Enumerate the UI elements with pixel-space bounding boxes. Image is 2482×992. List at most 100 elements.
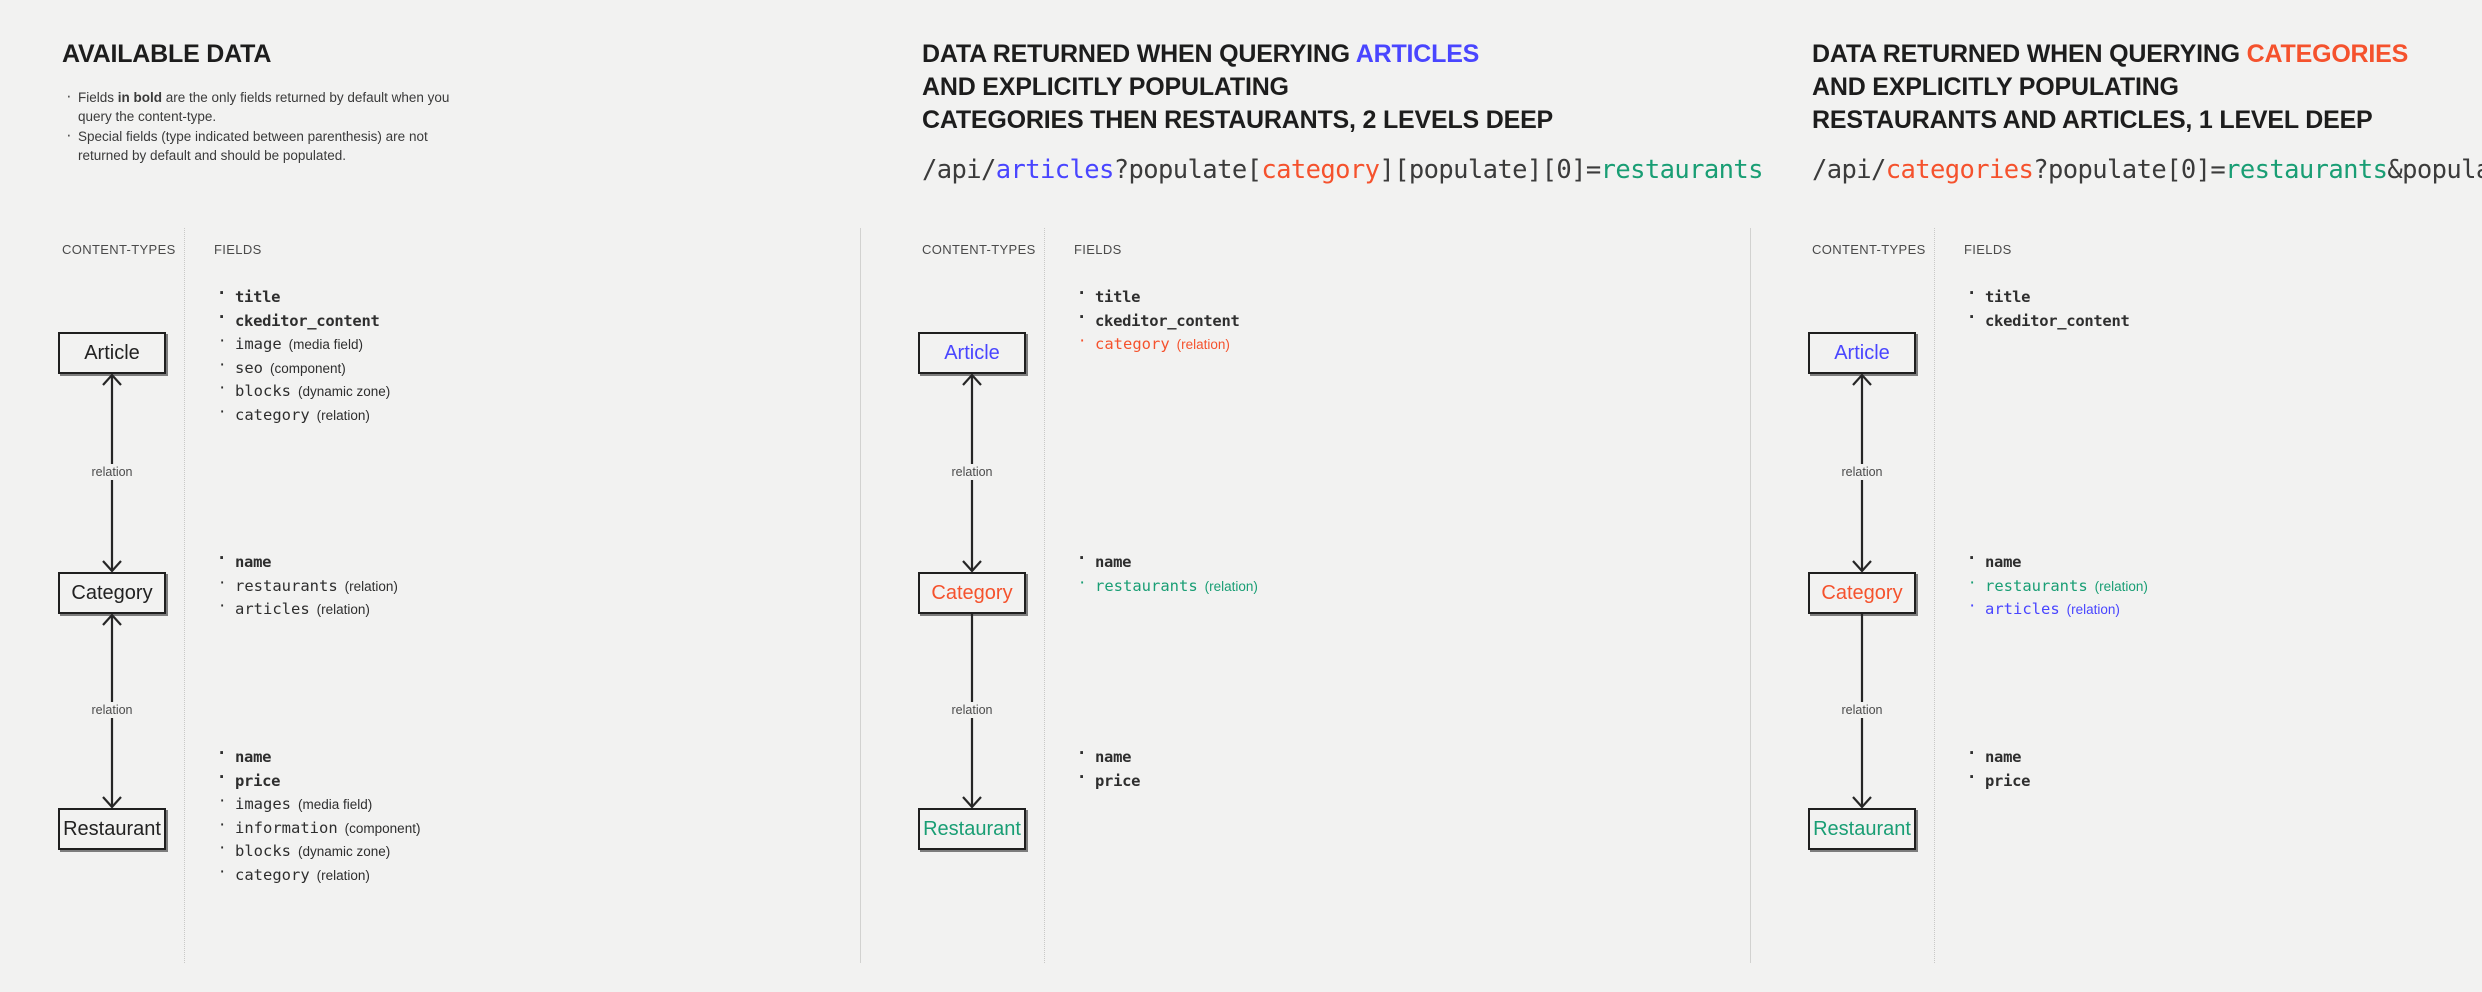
entity-label: Restaurant: [923, 818, 1021, 840]
panel-available-data: AVAILABLE DATA Fields in bold are the onl…: [0, 0, 860, 992]
relation-arrow-label: relation: [947, 464, 997, 480]
field-type: (media field): [298, 797, 373, 812]
field-name: category: [235, 405, 310, 424]
entity-box-restaurant: Restaurant: [918, 808, 1026, 850]
relation-arrow-label: relation: [1837, 464, 1887, 480]
field-item: name: [1074, 744, 1140, 767]
panel-notes: Fields in bold are the only fields retur…: [62, 86, 452, 166]
field-name: name: [1095, 748, 1132, 766]
field-item: category (relation): [214, 402, 390, 425]
api-url: /api/articles?populate[category][populat…: [922, 155, 1764, 185]
field-group-category: name restaurants (relation) articles(relati…: [214, 549, 398, 624]
field-name: name: [1985, 553, 2022, 571]
field-item: ckeditor_content: [214, 308, 390, 331]
field-item: articles(relation): [1964, 596, 2148, 619]
field-type: (relation): [2094, 578, 2148, 594]
field-item: restaurants (relation): [1074, 573, 1258, 596]
field-item: category (relation): [1074, 331, 1240, 354]
field-type: (component): [344, 820, 421, 836]
relation-arrow-label: relation: [1837, 702, 1887, 718]
field-name: images: [235, 795, 291, 813]
field-name: price: [235, 771, 281, 790]
entity-label: Restaurant: [63, 818, 161, 840]
field-name: restaurants: [1095, 576, 1198, 595]
field-name: blocks: [235, 842, 291, 860]
note-item: Fields in bold are the only fields retur…: [62, 86, 452, 126]
field-name: title: [235, 288, 281, 306]
content-types-column-label: CONTENT-TYPES: [922, 242, 1036, 257]
field-type: (dynamic zone): [298, 384, 391, 399]
field-item: ckeditor_content: [1074, 308, 1240, 331]
field-group-article: title ckeditor_content category (relation): [1074, 284, 1240, 359]
entity-box-category: Category: [1808, 572, 1916, 614]
field-group-article: titleckeditor_contentimage(media field)s…: [214, 284, 391, 429]
field-name: price: [1985, 771, 2031, 790]
fields-column-label: FIELDS: [214, 242, 262, 257]
field-type: (relation): [1176, 337, 1230, 352]
field-group-restaurant: name price: [1964, 744, 2031, 795]
field-item: name: [1964, 549, 2148, 572]
field-name: restaurants: [235, 576, 338, 595]
entity-label: Category: [1821, 582, 1903, 604]
relation-arrow-label: relation: [947, 702, 997, 718]
field-item: price: [1074, 768, 1140, 791]
field-type: (component): [270, 360, 346, 376]
field-name: name: [235, 553, 272, 571]
field-type: (relation): [2066, 602, 2120, 617]
entity-box-category: Category: [58, 572, 166, 614]
entity-label: Category: [931, 582, 1013, 604]
entity-label: Article: [84, 342, 140, 364]
column-dotted-divider: [1934, 228, 1935, 963]
entity-box-article: Article: [918, 332, 1026, 374]
field-item: seo(component): [214, 355, 390, 378]
field-type: (relation): [1204, 578, 1258, 594]
api-url: /api/categories?populate[0]=restaurants&…: [1812, 155, 2482, 185]
field-item: ckeditor_content: [1964, 308, 2130, 331]
field-name: category: [1095, 335, 1170, 353]
entity-box-article: Article: [1808, 332, 1916, 374]
field-name: blocks: [235, 382, 291, 400]
entity-box-article: Article: [58, 332, 166, 374]
field-item: blocks (dynamic zone): [214, 838, 420, 861]
field-name: title: [1095, 288, 1141, 306]
field-type: (relation): [344, 578, 398, 594]
field-item: restaurants (relation): [214, 573, 398, 596]
field-name: name: [1095, 553, 1132, 571]
field-item: restaurants (relation): [1964, 573, 2148, 596]
entity-box-category: Category: [918, 572, 1026, 614]
field-group-article: titleckeditor_content: [1964, 284, 2130, 335]
column-dotted-divider: [184, 228, 185, 963]
entity-label: Article: [1834, 342, 1890, 364]
field-type: (relation): [316, 867, 370, 883]
entity-box-restaurant: Restaurant: [1808, 808, 1916, 850]
field-name: ckeditor_content: [235, 311, 380, 330]
field-item: name: [1074, 549, 1258, 572]
field-item: name: [214, 744, 420, 767]
field-name: ckeditor_content: [1095, 311, 1240, 330]
field-name: image: [235, 335, 282, 353]
field-item: name: [1964, 744, 2030, 767]
field-name: name: [235, 748, 272, 766]
column-dotted-divider: [1044, 228, 1045, 963]
field-name: articles: [235, 600, 310, 618]
relation-arrow-label: relation: [87, 702, 137, 718]
field-group-restaurant: name price images (media field) information(…: [214, 744, 421, 889]
content-types-column-label: CONTENT-TYPES: [1812, 242, 1926, 257]
field-type: (dynamic zone): [298, 844, 391, 859]
panel-divider-0: [860, 228, 861, 963]
field-name: ckeditor_content: [1985, 311, 2130, 330]
field-item: price: [1964, 768, 2031, 791]
fields-column-label: FIELDS: [1074, 242, 1122, 257]
field-item: articles(relation): [214, 596, 398, 619]
field-item: information(component): [214, 815, 421, 838]
field-item: images (media field): [214, 791, 420, 814]
field-name: restaurants: [1985, 576, 2088, 595]
entity-label: Article: [944, 342, 1000, 364]
panel-divider-1: [1750, 228, 1751, 963]
entity-box-restaurant: Restaurant: [58, 808, 166, 850]
panel-heading: AVAILABLE DATA: [62, 40, 272, 68]
field-type: (relation): [316, 407, 370, 423]
